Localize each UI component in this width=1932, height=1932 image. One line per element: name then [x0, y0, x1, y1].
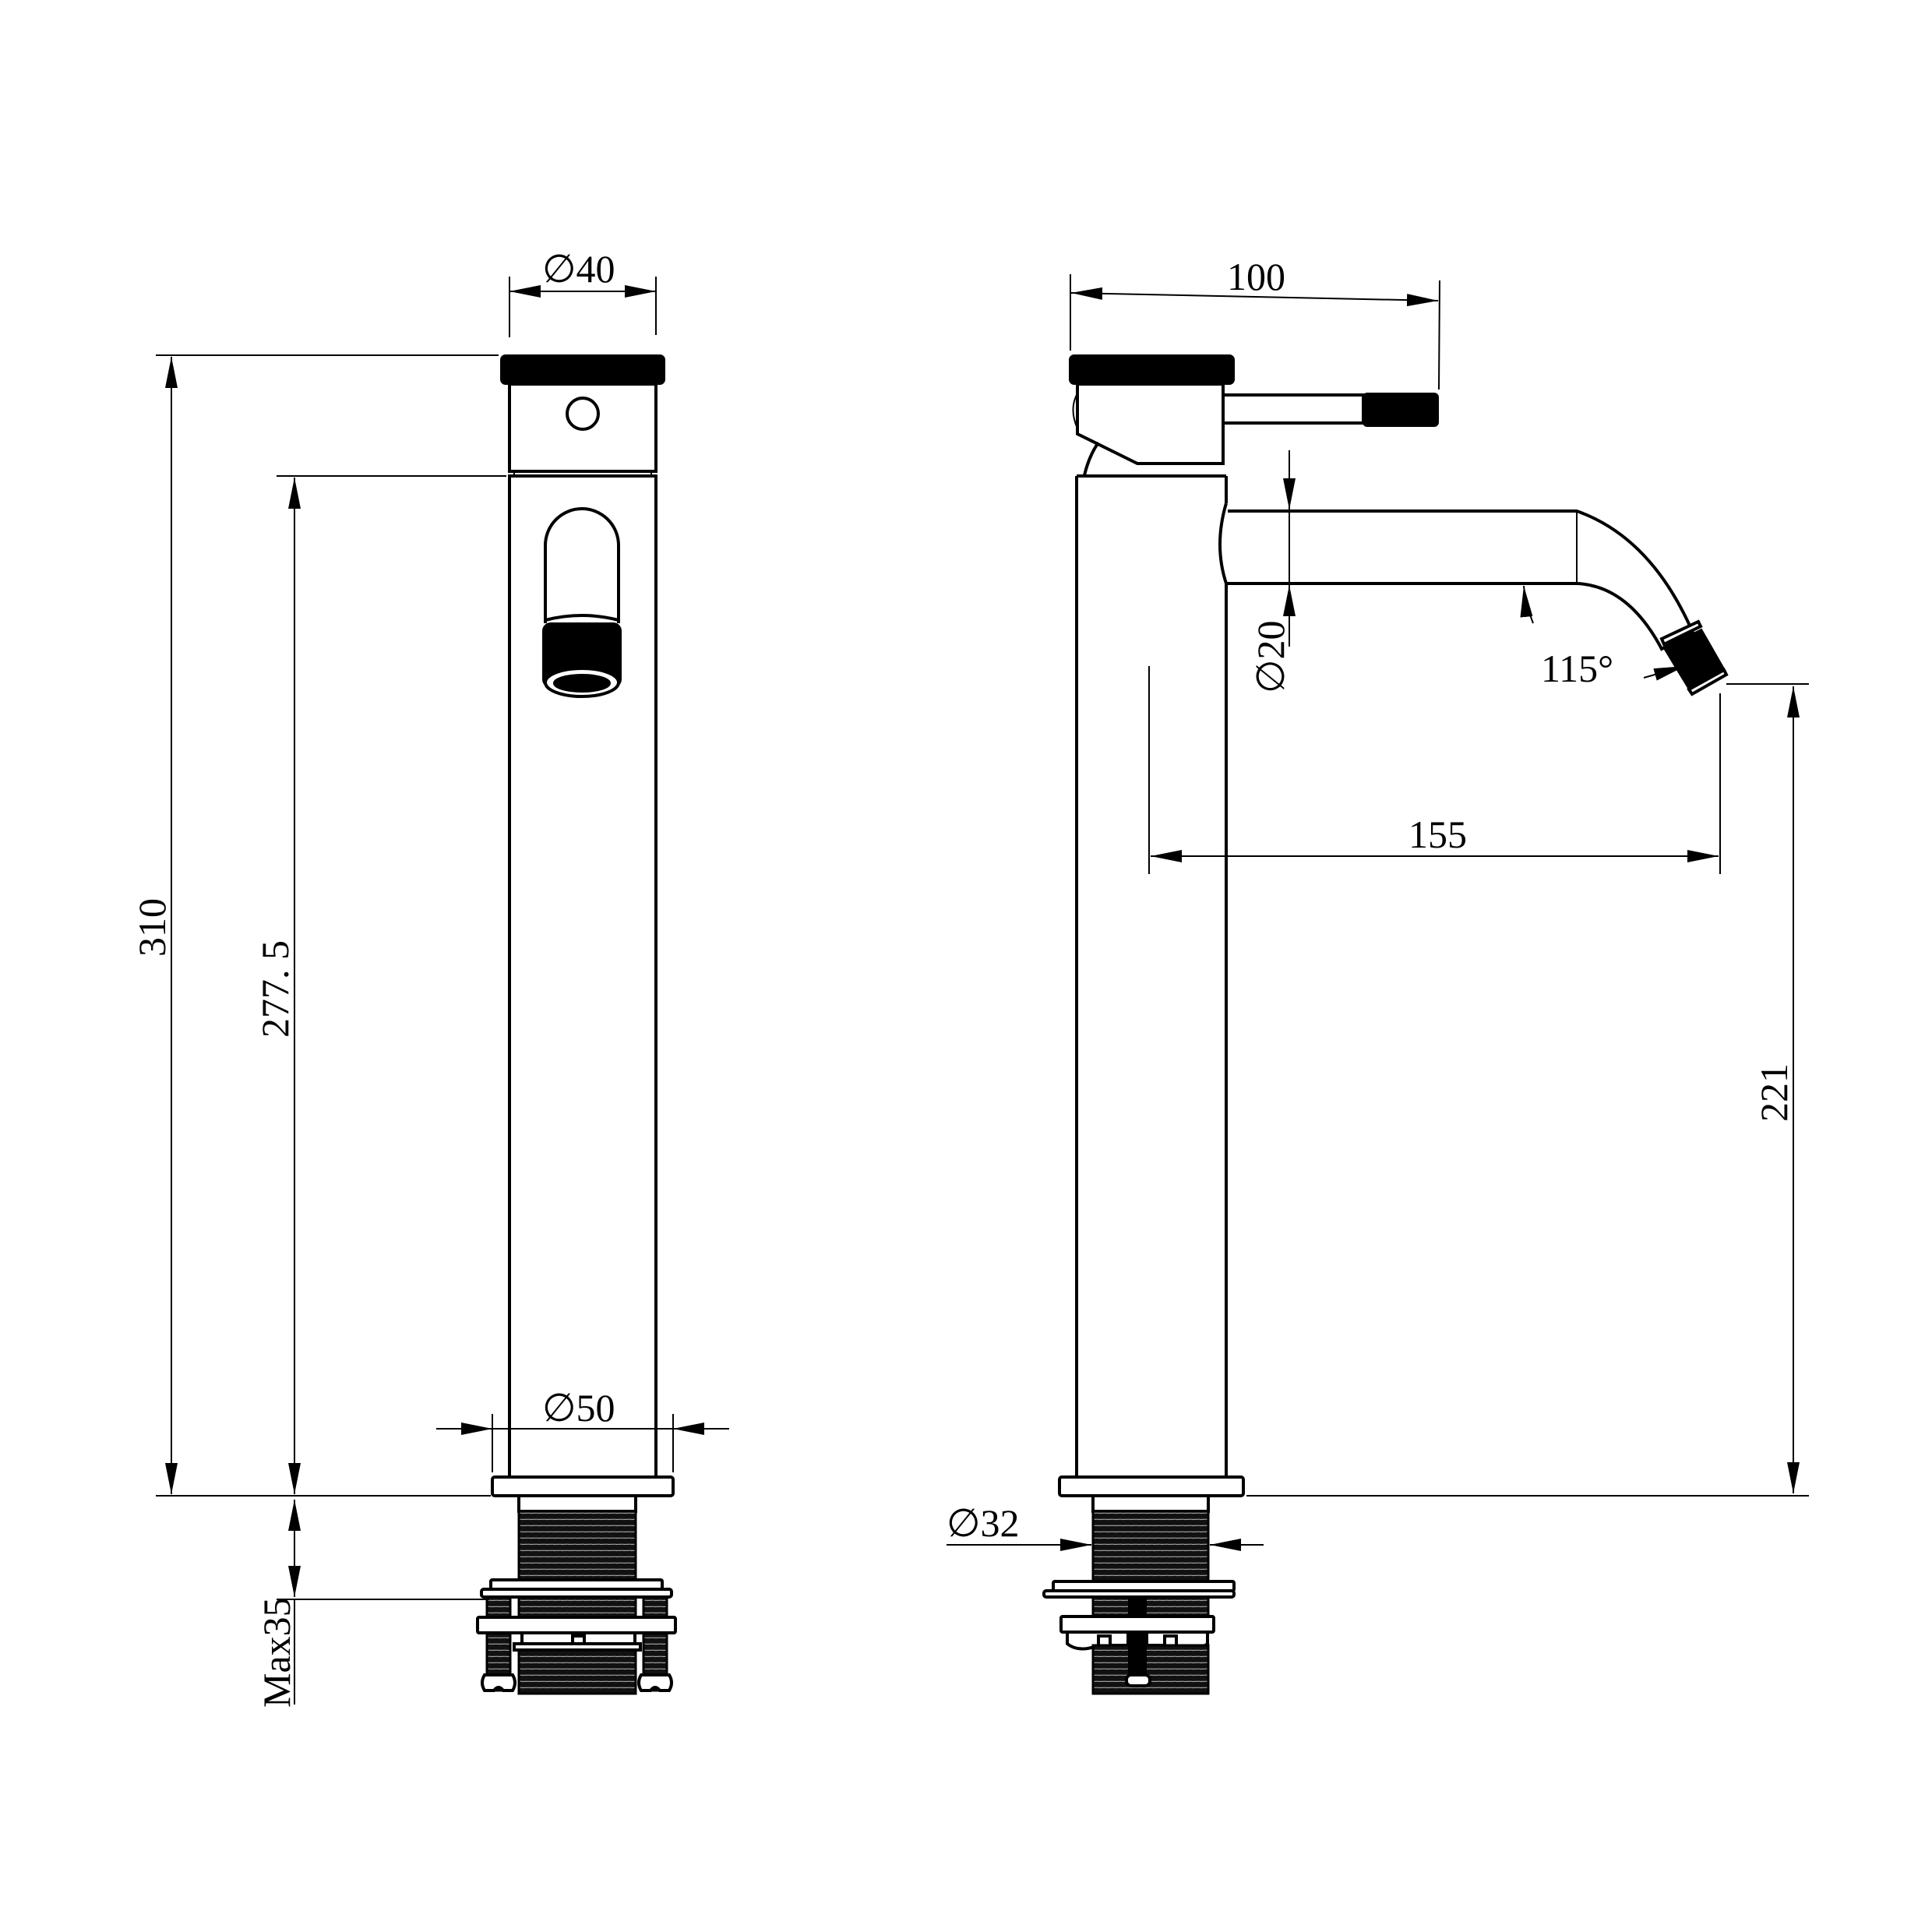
dim-body-height: 277. 5 — [253, 940, 297, 1038]
front-shank-threads-mid — [517, 1595, 637, 1619]
angle-arc-lower — [1643, 665, 1686, 681]
dim-spout-diameter: ∅20 — [1249, 620, 1292, 693]
side-shank-threads-mid — [1091, 1595, 1210, 1618]
side-stud-head — [1125, 1673, 1151, 1687]
side-spout — [1218, 502, 1695, 651]
front-spout-ring — [545, 614, 619, 622]
side-dimensions: 100 ∅20 115° 155 221 ∅32 — [947, 255, 1809, 1551]
front-spout-outline — [544, 507, 620, 623]
dim-overall-height: 310 — [130, 898, 174, 957]
side-cartridge-curve — [1083, 441, 1100, 476]
dim-spout-reach: 155 — [1408, 813, 1467, 856]
dim-base-diameter: ∅50 — [542, 1386, 615, 1430]
front-dimensions: ∅40 310 277. 5 ∅50 Max35 — [130, 247, 729, 1708]
front-stud-right-head — [637, 1673, 673, 1692]
side-lever-grip — [1363, 393, 1439, 427]
front-bracket-plate — [476, 1616, 677, 1634]
front-cap — [500, 354, 665, 385]
side-spout-ring — [1659, 619, 1703, 647]
side-cartridge-body — [1076, 383, 1225, 465]
angle-arc-upper — [1520, 585, 1534, 624]
dim-spout-angle: 115° — [1541, 647, 1613, 690]
dim-cap-diameter: ∅40 — [542, 247, 615, 291]
front-stud-left-head — [481, 1673, 516, 1692]
side-base-flange — [1058, 1475, 1245, 1497]
dim-shank-diameter: ∅32 — [947, 1501, 1020, 1545]
side-shank-top — [1091, 1494, 1210, 1513]
front-shank-threads-bottom — [517, 1648, 637, 1695]
front-view — [476, 354, 677, 1695]
side-shank-threads-bottom — [1091, 1644, 1210, 1695]
side-bracket-plate — [1059, 1615, 1215, 1634]
dim-spout-height: 221 — [1752, 1063, 1796, 1122]
side-view — [1042, 354, 1729, 1695]
side-lever-stem — [1222, 393, 1365, 425]
side-center-stud-lower — [1128, 1645, 1147, 1676]
side-aerator-outlet — [1687, 668, 1729, 696]
dim-handle-reach: 100 — [1227, 255, 1285, 298]
front-aerator-mesh — [553, 674, 611, 693]
front-base-flange — [491, 1475, 675, 1497]
dim-max-counter-thickness: Max35 — [255, 1597, 298, 1708]
side-cartridge-lip — [1072, 393, 1078, 429]
set-screw-hole-icon — [566, 397, 600, 431]
front-shank-top — [517, 1494, 637, 1513]
side-cap — [1069, 354, 1235, 385]
